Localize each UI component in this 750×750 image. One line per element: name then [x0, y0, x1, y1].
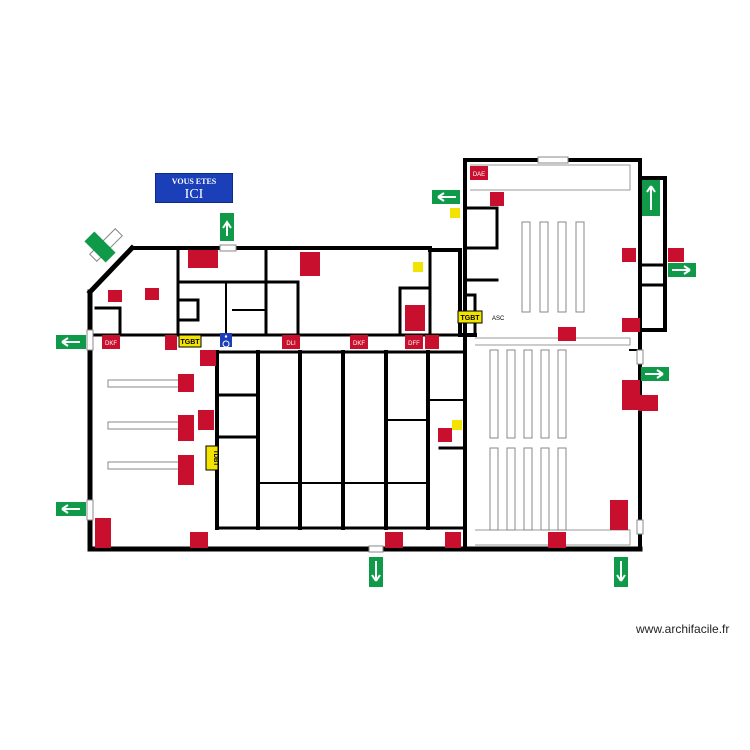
room-shading	[470, 164, 631, 546]
fire-extinguisher-icon	[610, 500, 628, 530]
label-dkf-1: DKF	[105, 341, 117, 347]
emergency-exit-icon	[56, 502, 86, 516]
wheelchair-icon	[220, 333, 232, 348]
panel-label-tdbt: TDBT	[212, 450, 218, 466]
label-dkf-2: DKF	[353, 341, 365, 347]
red-labels: DAE DKF DLI DKF DFF	[102, 166, 488, 349]
fire-extinguisher-icon	[490, 192, 504, 206]
fire-extinguisher-icon	[190, 532, 208, 548]
footer-credit[interactable]: www.archifacile.fr	[636, 622, 730, 636]
outer-wall-west-block	[212, 246, 477, 337]
fire-extinguisher-icon	[638, 395, 658, 411]
emergency-exit-icon	[641, 367, 669, 381]
stage-benches	[107, 379, 189, 470]
fire-extinguisher-icon	[178, 374, 194, 392]
fire-extinguisher-icon	[108, 290, 122, 302]
emergency-exit-icon	[432, 190, 460, 204]
fire-extinguisher-icon	[622, 248, 636, 262]
upper-wall-5	[176, 298, 200, 322]
east-annex-rooms	[638, 263, 667, 287]
inner-wall-h5	[215, 393, 260, 439]
fire-extinguisher-icon	[165, 335, 177, 350]
emergency-exit-icon	[84, 231, 116, 263]
emergency-exit-icon	[668, 263, 696, 277]
seating-rows-south-1	[489, 349, 567, 531]
fire-extinguisher-icon	[385, 532, 403, 548]
label-dae: DAE	[473, 172, 485, 178]
you-are-here-line2: ICI	[184, 187, 204, 202]
emergency-exit-icon	[369, 557, 383, 587]
fire-extinguisher-icon	[558, 327, 576, 341]
fire-extinguisher-icon	[405, 305, 425, 331]
fire-extinguisher-icon	[178, 455, 194, 485]
fire-extinguisher-icon	[622, 318, 640, 332]
emergency-exit-icon	[220, 213, 234, 241]
fire-extinguisher-icon	[145, 288, 159, 300]
seating-rows-north	[521, 221, 585, 313]
you-are-here-marker: VOUS ETES ICI	[155, 173, 233, 203]
outer-wall-chamfer	[86, 244, 136, 296]
upper-wall-7	[398, 248, 432, 337]
building-walls	[86, 158, 667, 552]
fire-extinguisher-icon	[548, 532, 566, 548]
fire-extinguisher-icon	[95, 518, 111, 548]
exit-signs	[56, 180, 696, 587]
fire-extinguisher-icon	[622, 380, 640, 410]
you-are-here-line1: VOUS ETES	[171, 177, 217, 186]
fire-extinguisher-icon	[438, 428, 452, 442]
label-asc: ASC	[492, 316, 505, 322]
outer-wall-top-east	[463, 158, 642, 332]
fire-extinguishers	[95, 192, 684, 548]
fire-extinguisher-icon	[200, 350, 216, 366]
electrical-panels: TGBT TGBT TDBT ASC	[178, 208, 505, 471]
fire-extinguisher-icon	[198, 410, 214, 430]
panel-label-tgbt-1: TGBT	[180, 339, 200, 346]
emergency-exit-icon	[614, 557, 628, 587]
windows	[86, 156, 644, 553]
upper-wall-3	[176, 280, 300, 337]
emergency-exit-icon	[642, 180, 660, 216]
fire-extinguisher-icon	[445, 532, 461, 548]
fire-extinguisher-icon	[188, 250, 218, 268]
upper-wall-8	[94, 306, 122, 337]
fire-extinguisher-icon	[668, 248, 684, 262]
fire-extinguisher-icon	[300, 252, 320, 276]
label-dli: DLI	[286, 341, 296, 347]
fire-extinguisher-icon	[178, 415, 194, 441]
fire-extinguisher-icon	[425, 335, 439, 349]
emergency-exit-icon	[56, 335, 86, 349]
outer-wall-east-annex	[638, 176, 667, 332]
label-dff: DFF	[408, 341, 420, 347]
panel-label-tgbt-2: TGBT	[460, 315, 480, 322]
